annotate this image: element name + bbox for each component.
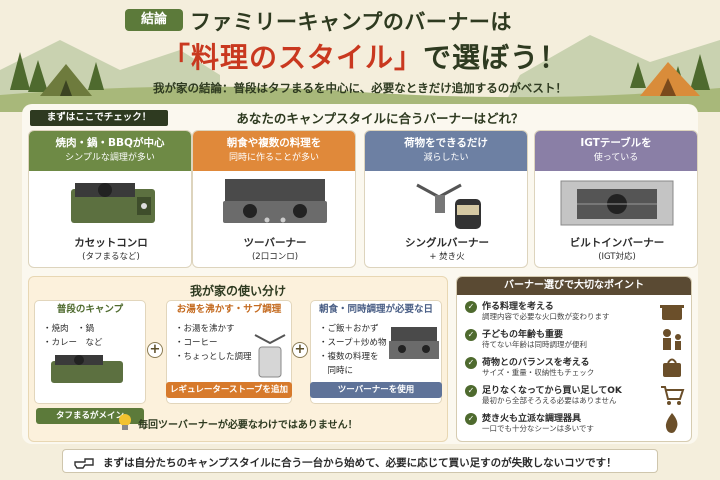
point-item: ✓ 作る料理を考える 調理内容で必要な火口数が変わります (465, 299, 685, 325)
plus-icon: + (147, 342, 163, 358)
conclusion-badge: 結論 (125, 9, 183, 31)
pointing-hand-icon (74, 458, 94, 469)
usage-list: ・焼肉 ・鍋 ・カレー など (35, 319, 145, 353)
point-desc: 一口でも十分なシーンは多いです (482, 424, 594, 433)
usage-tag-regular: タフまるがメイン (36, 408, 144, 424)
point-title: 足りなくなってから買い足してOK (482, 386, 622, 396)
point-title: 荷物とのバランスを考える (482, 358, 590, 368)
bag-icon (663, 358, 681, 377)
point-title: 焚き火も立派な調理器具 (482, 414, 582, 424)
footer-text: まずは自分たちのキャンプスタイルに合う一台から始めて、必要に応じて買い足すのが失… (103, 457, 617, 469)
check-icon: ✓ (465, 329, 477, 341)
card-name: ツーバーナー (243, 237, 307, 249)
check-icon: ✓ (465, 301, 477, 313)
camp-scenery (0, 0, 720, 112)
usage-title: 我が家の使い分け (189, 284, 286, 298)
points-head: バーナー選びで大切なポイント (457, 277, 691, 295)
card-head-sub: 使っている (593, 153, 639, 163)
card-name: ビルトインバーナー (569, 237, 665, 249)
list-item: ・ちょっとした調理 (175, 352, 252, 362)
title-line1: ファミリーキャンプのバーナーは (190, 10, 512, 34)
card-two-burner: 朝食や複数の料理を 同時に作ることが多い ツーバーナー (2口コンロ) (192, 130, 356, 268)
point-item: ✓ 足りなくなってから買い足してOK 最初から全部そろえる必要はありません (465, 383, 685, 409)
usage-list: ・お湯を沸かす ・コーヒー ・ちょっとした調理 (167, 319, 291, 367)
subtitle: 我が家の結論：普段はタフまるを中心に、必要なときだけ追加するのがベスト！ (153, 81, 567, 95)
list-item: ・焼肉 ・鍋 (43, 324, 95, 334)
point-desc: 調理内容で必要な火口数が変わります (482, 312, 610, 321)
list-item: ・複数の料理を (319, 352, 379, 362)
list-item: ・コーヒー (175, 338, 218, 348)
card-head-sub: 減らしたい (423, 153, 469, 163)
card-head: 荷物をできるだけ 減らしたい (365, 131, 527, 171)
footer-tip: まずは自分たちのキャンプスタイルに合う一台から始めて、必要に応じて買い足すのが失… (62, 449, 658, 473)
point-desc: 最初から全部そろえる必要はありません (482, 396, 617, 405)
title-accent: 「料理のスタイル」 (161, 41, 423, 74)
card-head-text: IGTテーブルを (580, 137, 652, 149)
header: 結論 ファミリーキャンプのバーナーは 「料理のスタイル」で選ぼう！ 我が家の結論… (0, 0, 720, 104)
point-desc: サイズ・重量・収納性もチェック (482, 368, 595, 377)
card-cassette: 焼肉・鍋・BBQが中心 シンプルな調理が多い カセットコンロ (タフまるなど) (28, 130, 192, 268)
card-head-sub: シンプルな調理が多い (65, 153, 155, 163)
point-item: ✓ 荷物とのバランスを考える サイズ・重量・収納性もチェック (465, 355, 685, 381)
list-item: ・お湯を沸かす (175, 324, 235, 334)
card-single-burner: 荷物をできるだけ 減らしたい シングルバーナー + 焚き火 (364, 130, 528, 268)
title-rest: で選ぼう！ (423, 41, 569, 74)
plus-icon: + (292, 342, 308, 358)
point-item: ✓ 子どもの年齢も重要 待てない年齢は同時調理が便利 (465, 327, 685, 353)
usage-tag-sub: レギュレーターストーブを追加 (166, 382, 292, 398)
two-burner-icon (389, 327, 439, 359)
point-desc: 待てない年齢は同時調理が便利 (482, 340, 587, 349)
card-head-text: 焼肉・鍋・BBQが中心 (55, 137, 165, 149)
card-head-text: 荷物をできるだけ (404, 137, 488, 149)
check-icon: ✓ (465, 413, 477, 425)
card-head-text: 朝食や複数の料理を (226, 137, 322, 149)
family-icon (663, 329, 681, 350)
list-item: ・ご飯＋おかず (319, 324, 379, 334)
card-note: (IGT対応) (598, 252, 636, 262)
two-burner-icon (223, 179, 327, 223)
card-head: 焼肉・鍋・BBQが中心 シンプルな調理が多い (29, 131, 191, 171)
usage-col-regular: 普段のキャンプ ・焼肉 ・鍋 ・カレー など (34, 300, 146, 404)
card-head: IGTテーブルを 使っている (535, 131, 697, 171)
point-title: 作る料理を考える (482, 302, 554, 312)
card-note: + 焚き火 (429, 252, 465, 262)
pot-icon (660, 305, 684, 320)
list-item: 同時に (319, 366, 354, 376)
point-item: ✓ 焚き火も立派な調理器具 一口でも十分なシーンは多いです (465, 411, 685, 437)
cassette-stove-icon (51, 355, 123, 383)
list-item: ・カレー など (43, 338, 103, 348)
card-builtin-burner: IGTテーブルを 使っている ビルトインバーナー (IGT対応) (534, 130, 698, 268)
check-icon: ✓ (465, 357, 477, 369)
card-name: カセットコンロ (74, 237, 148, 249)
card-head: 朝食や複数の料理を 同時に作ることが多い (193, 131, 355, 171)
usage-col-head: 普段のキャンプ (56, 304, 124, 315)
card-note: (2口コンロ) (251, 252, 299, 262)
flame-icon (665, 413, 678, 433)
point-title: 子どもの年齢も重要 (482, 330, 564, 340)
card-note: (タフまるなど) (82, 252, 140, 262)
usage-tag-breakfast: ツーバーナーを使用 (310, 382, 442, 398)
lightbulb-icon (119, 414, 131, 430)
list-item: ・スープ＋炒め物 (319, 338, 387, 348)
builtin-burner-icon (560, 180, 674, 226)
check-tag: まずはここでチェック！ (30, 110, 168, 126)
regulator-stove-icon (254, 334, 286, 378)
usage-note: 毎回ツーバーナーが必要なわけではありません！ (138, 420, 358, 431)
question: あなたのキャンプスタイルに合うバーナーはどれ？ (236, 111, 524, 126)
card-name: シングルバーナー (405, 237, 489, 249)
usage-col-head: お湯を沸かす・サブ調理 (176, 304, 282, 315)
card-head-sub: 同時に作ることが多い (228, 153, 319, 163)
usage-col-head: 朝食・同時調理が必要な日 (318, 304, 433, 315)
cassette-stove-icon (71, 183, 155, 223)
tent-icon (40, 62, 700, 96)
check-icon: ✓ (465, 385, 477, 397)
title-line2: 「料理のスタイル」で選ぼう！ (150, 36, 580, 76)
points-panel: バーナー選びで大切なポイント ✓ 作る料理を考える 調理内容で必要な火口数が変わ… (456, 276, 692, 442)
single-burner-icon (416, 183, 481, 229)
usage-list: ・ご飯＋おかず ・スープ＋炒め物 ・複数の料理を 同時に (311, 319, 441, 381)
cart-icon (661, 386, 685, 405)
